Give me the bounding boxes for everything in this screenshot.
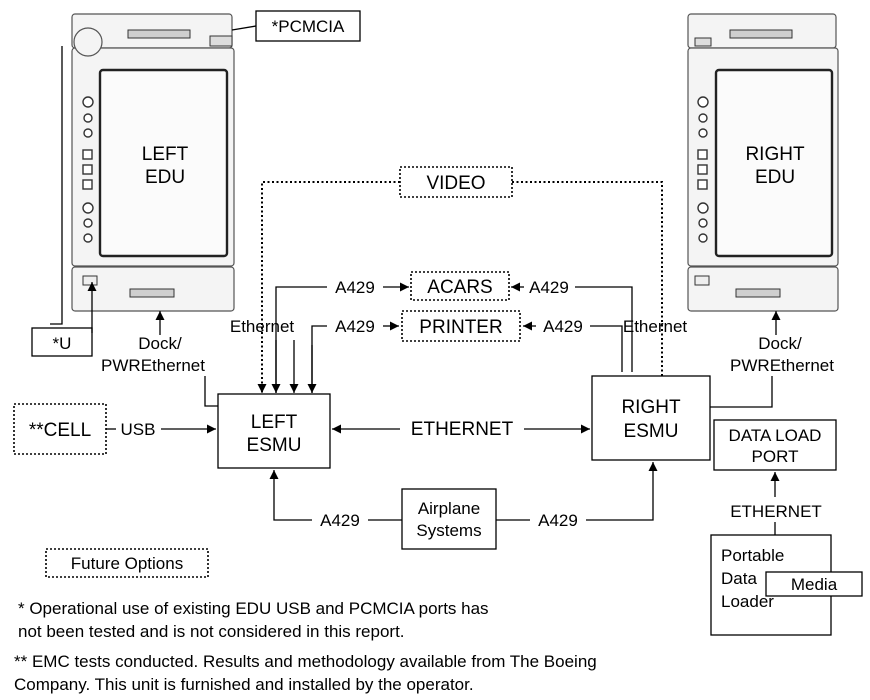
portable-loader-label-line1: Portable <box>721 546 784 565</box>
data-load-port-box <box>713 419 837 471</box>
a429-airplane-right-label: A429 <box>538 511 578 530</box>
usb-label: USB <box>121 420 156 439</box>
a429-airplane-left-label: A429 <box>320 511 360 530</box>
left-edu: LEFT EDU <box>71 13 235 312</box>
left-edu-label-line2: EDU <box>145 167 185 188</box>
pcmcia-box <box>255 10 361 42</box>
portable-loader-label-line3: Loader <box>721 592 774 611</box>
airplane-systems-box <box>401 488 497 550</box>
acars-box <box>410 271 510 301</box>
note2-line1: ** EMC tests conducted. Results and meth… <box>14 652 597 671</box>
data-load-port-label-line1: DATA LOAD <box>729 426 822 445</box>
right-esmu-box <box>591 375 711 461</box>
acars-label: ACARS <box>427 277 492 298</box>
cell-box <box>13 403 107 455</box>
left-dock-label-line1: Dock/ <box>138 334 182 353</box>
right-esmu-label-line1: RIGHT <box>621 397 681 418</box>
left-esmu-box <box>217 393 331 469</box>
airplane-systems-label-line1: Airplane <box>418 499 480 518</box>
note2-line2: Company. This unit is furnished and inst… <box>14 675 474 694</box>
future-options-label: Future Options <box>71 554 183 573</box>
pcmcia-label: *PCMCIA <box>272 17 345 36</box>
data-load-port-label-line2: PORT <box>752 447 799 466</box>
airplane-systems-label-line2: Systems <box>416 521 481 540</box>
left-esmu-label-line2: ESMU <box>247 435 302 456</box>
note1-line2: not been tested and is not considered in… <box>18 622 405 641</box>
a429-acars-right-label: A429 <box>529 278 569 297</box>
video-box <box>399 166 513 198</box>
right-edu-label-line1: RIGHT <box>745 144 805 165</box>
ethernet-dataload-label: ETHERNET <box>730 502 822 521</box>
usb-port-box <box>31 327 93 357</box>
left-dock-label-line2: PWREthernet <box>101 356 205 375</box>
note1-line1: * Operational use of existing EDU USB an… <box>18 599 489 618</box>
printer-box <box>401 310 521 342</box>
left-edu-label-line1: LEFT <box>142 144 189 165</box>
cell-label: **CELL <box>29 420 91 441</box>
media-label: Media <box>791 575 838 594</box>
a429-printer-left-label: A429 <box>335 317 375 336</box>
media-box <box>765 571 863 597</box>
future-options-legend <box>45 548 209 578</box>
right-dock-label-line2: PWREthernet <box>730 356 834 375</box>
right-dock-label-line1: Dock/ <box>758 334 802 353</box>
right-esmu-label-line2: ESMU <box>624 421 679 442</box>
ethernet-esmu-label: ETHERNET <box>411 419 514 440</box>
right-edu: RIGHT EDU <box>687 13 839 312</box>
right-edu-label-line2: EDU <box>755 167 795 188</box>
a429-printer-right-label: A429 <box>543 317 583 336</box>
portable-loader-label-line2: Data <box>721 569 757 588</box>
ethernet-right-label: Ethernet <box>623 317 688 336</box>
video-label: VIDEO <box>426 173 485 194</box>
left-esmu-label-line1: LEFT <box>251 412 298 433</box>
printer-label: PRINTER <box>419 317 502 338</box>
a429-acars-left-label: A429 <box>335 278 375 297</box>
usb-port-label: *U <box>53 334 72 353</box>
ethernet-left-label: Ethernet <box>230 317 295 336</box>
